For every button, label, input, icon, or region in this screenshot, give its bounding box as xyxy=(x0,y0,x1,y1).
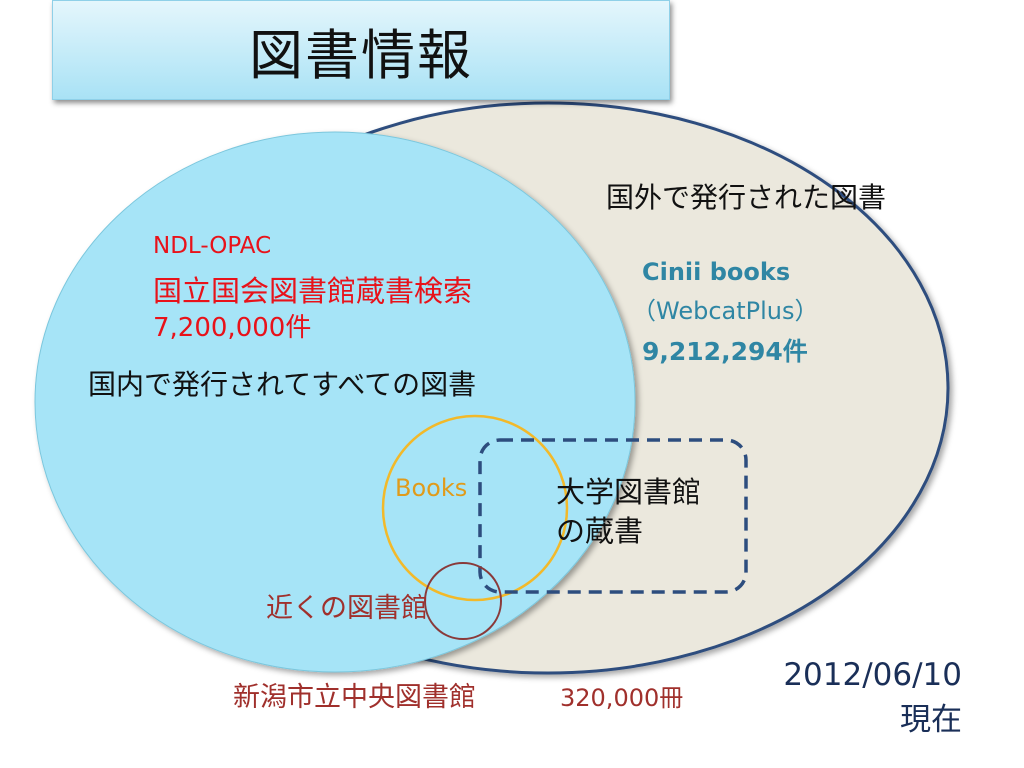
niigata-name: 新潟市立中央図書館 xyxy=(233,682,476,713)
date-line1: 2012/06/10 xyxy=(783,657,962,693)
cinii-name: Cinii books xyxy=(642,258,791,286)
cinii-count: 9,212,294件 xyxy=(642,337,808,366)
ndl-name-ja: 国立国会図書館蔵書検索 xyxy=(153,274,473,308)
university-label-1: 大学図書館 xyxy=(556,475,702,509)
local-library-circle xyxy=(424,562,502,640)
cinii-sub: （WebcatPlus） xyxy=(632,297,819,325)
university-dashed-box xyxy=(478,438,748,594)
ndl-count: 7,200,000件 xyxy=(153,313,312,343)
books-circle xyxy=(381,414,569,602)
date-line2: 現在 xyxy=(900,702,962,738)
niigata-count: 320,000冊 xyxy=(560,684,684,712)
title-banner: 図書情報 xyxy=(52,0,670,100)
page-title: 図書情報 xyxy=(249,23,473,87)
local-label: 近くの図書館 xyxy=(266,593,428,624)
ndl-name: NDL-OPAC xyxy=(153,233,272,259)
books-label: Books xyxy=(395,474,468,502)
university-label-2: の蔵書 xyxy=(556,514,644,548)
inner-label: 国内で発行されてすべての図書 xyxy=(88,368,477,401)
outer-label: 国外で発行された図書 xyxy=(606,181,887,214)
inner-ellipse xyxy=(34,131,636,673)
